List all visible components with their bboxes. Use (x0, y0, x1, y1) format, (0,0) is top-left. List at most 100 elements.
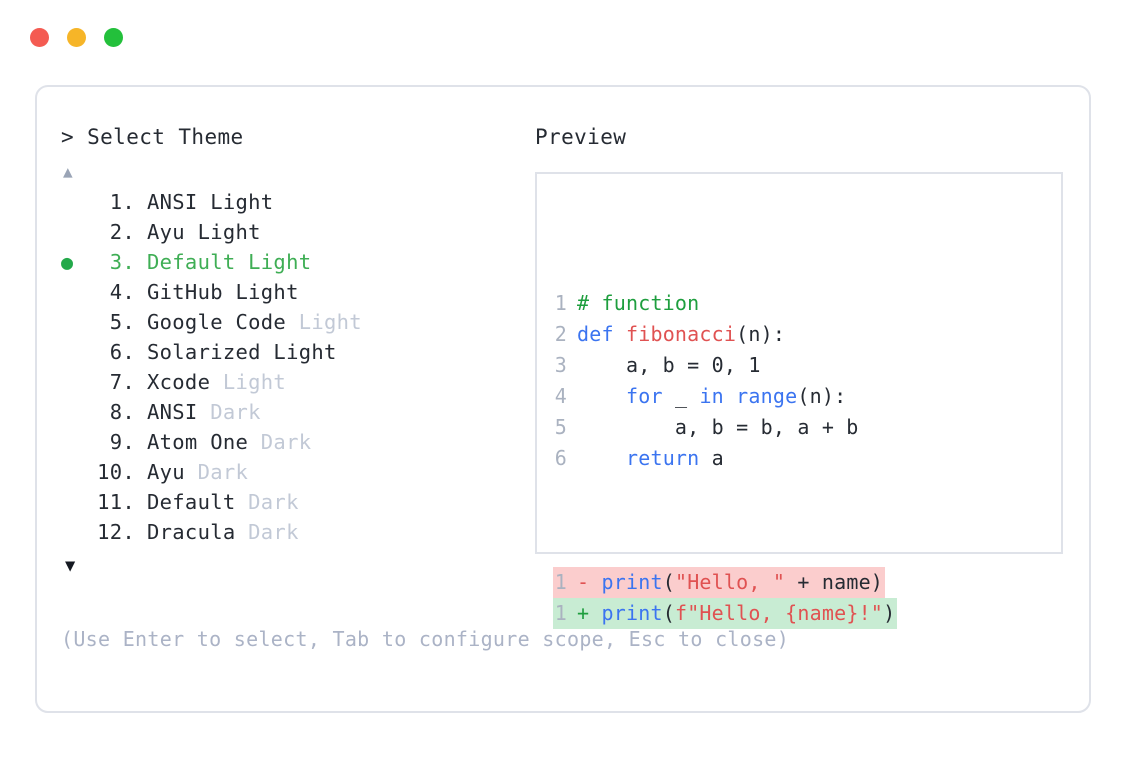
theme-item-variant: Light (235, 280, 299, 305)
code-token-string: f"Hello, {name}!" (674, 601, 884, 626)
theme-list-item[interactable]: ●3.Default Light (61, 250, 531, 280)
diff-line-number: 1 (554, 601, 567, 626)
diff-removed-line: 1- print("Hello, " + name) (553, 567, 886, 599)
theme-item-number: 11. (97, 490, 135, 515)
theme-item-label: Dracula Dark (135, 520, 299, 544)
theme-item-number: 2. (109, 220, 135, 245)
scroll-up-icon[interactable]: ▲ (63, 162, 73, 182)
code-token-keyword: def (577, 322, 626, 347)
theme-item-label: ANSI Light (135, 190, 273, 214)
code-token-keyword: print (601, 570, 663, 595)
code-token-plain: ( (662, 601, 675, 626)
theme-picker-card: > Select Theme ▲ ●1.ANSI Light●2.Ayu Lig… (35, 85, 1091, 713)
bullet-placeholder: ● (61, 400, 89, 424)
code-line: 5 a, b = b, a + b (553, 412, 897, 443)
theme-item-name: Ayu (147, 220, 198, 245)
theme-item-variant: Light (298, 310, 362, 335)
diff-added-line: 1+ print(f"Hello, {name}!") (553, 598, 898, 630)
bullet-placeholder: ● (61, 370, 89, 394)
theme-item-name: ANSI (147, 400, 211, 425)
theme-item-variant: Dark (197, 460, 249, 485)
theme-item-number: 6. (109, 340, 135, 365)
theme-list-item[interactable]: ●5.Google Code Light (61, 310, 531, 340)
bullet-placeholder: ● (61, 460, 89, 484)
theme-list-item[interactable]: ● 11.Default Dark (61, 490, 531, 520)
code-token-plain: + name) (785, 570, 884, 595)
theme-list-item[interactable]: ●12.Dracula Dark (61, 520, 531, 550)
code-line-number: 5 (554, 415, 567, 440)
code-token-keyword: for (625, 384, 663, 409)
theme-item-number: 3. (109, 250, 135, 275)
bullet-placeholder: ● (61, 190, 89, 214)
theme-item-label: Google Code Light (135, 310, 362, 334)
theme-item-variant: Light (210, 190, 274, 215)
theme-item-label: Ayu Light (135, 220, 261, 244)
theme-item-number: 5. (109, 310, 135, 335)
theme-item-variant: Dark (210, 400, 261, 425)
code-token-plain: _ (662, 384, 700, 409)
code-token-plain (577, 384, 626, 408)
theme-item-label: Atom One Dark (135, 430, 311, 454)
theme-item-label: Default Dark (135, 490, 299, 514)
theme-list[interactable]: ●1.ANSI Light●2.Ayu Light●3.Default Ligh… (61, 190, 531, 550)
code-line-number: 6 (554, 446, 567, 471)
theme-list-item[interactable]: ●9.Atom One Dark (61, 430, 531, 460)
code-token-plain: (n): (797, 384, 847, 409)
diff-sign: - (577, 570, 602, 595)
theme-list-item[interactable]: ●4.GitHub Light (61, 280, 531, 310)
bullet-placeholder: ● (61, 280, 89, 304)
keyboard-hint: (Use Enter to select, Tab to configure s… (61, 627, 790, 651)
code-line: 6 return a (553, 443, 897, 474)
diff-sign: + (577, 601, 602, 626)
code-token-string: "Hello, " (674, 570, 786, 595)
theme-item-variant: Dark (248, 490, 299, 515)
diff-row: 1+ print(f"Hello, {name}!") (553, 598, 898, 630)
bullet-placeholder: ● (61, 220, 89, 244)
theme-item-number: 1. (109, 190, 135, 215)
theme-item-name: ANSI (147, 190, 211, 215)
bullet-placeholder: ● (61, 490, 89, 514)
theme-item-name: Google Code (147, 310, 299, 335)
theme-item-name: Default (147, 250, 249, 275)
theme-list-item[interactable]: ●8.ANSI Dark (61, 400, 531, 430)
code-token-plain: ( (662, 570, 675, 595)
theme-list-item[interactable]: ●7.Xcode Light (61, 370, 531, 400)
theme-item-variant: Light (222, 370, 287, 395)
theme-item-variant: Light (248, 250, 312, 275)
code-token-keyword: return (625, 446, 700, 471)
code-line: 1# function (553, 288, 897, 319)
theme-item-label: Xcode Light (135, 370, 286, 394)
theme-item-name: Solarized (147, 340, 274, 365)
code-token-plain (577, 446, 626, 470)
theme-item-name: Xcode (147, 370, 223, 395)
code-token-keyword: print (601, 601, 663, 626)
theme-item-number: 8. (109, 400, 135, 425)
theme-list-item[interactable]: ● 2.Ayu Light (61, 220, 531, 250)
close-button[interactable] (30, 28, 49, 47)
code-token-plain: (n): (736, 322, 786, 347)
code-token-func: fibonacci (625, 322, 737, 347)
diff-line-number: 1 (554, 570, 567, 595)
theme-list-item[interactable]: ●10.Ayu Dark (61, 460, 531, 490)
theme-item-number: 7. (109, 370, 135, 395)
theme-item-label: ANSI Dark (135, 400, 261, 424)
bullet-placeholder: ● (61, 340, 89, 364)
scroll-down-icon-wrap: ▼ (61, 556, 531, 576)
code-token-keyword: in range (699, 384, 798, 409)
theme-item-name: Dracula (147, 520, 249, 545)
maximize-button[interactable] (104, 28, 123, 47)
theme-list-item[interactable]: ●1.ANSI Light (61, 190, 531, 220)
code-line: 4 for _ in range(n): (553, 381, 897, 412)
minimize-button[interactable] (67, 28, 86, 47)
scroll-down-icon[interactable]: ▼ (65, 556, 76, 577)
bullet-placeholder: ● (61, 310, 89, 334)
theme-list-item[interactable]: ●6.Solarized Light (61, 340, 531, 370)
code-token-comment: # function (577, 291, 700, 316)
bullet-placeholder: ● (61, 430, 89, 454)
